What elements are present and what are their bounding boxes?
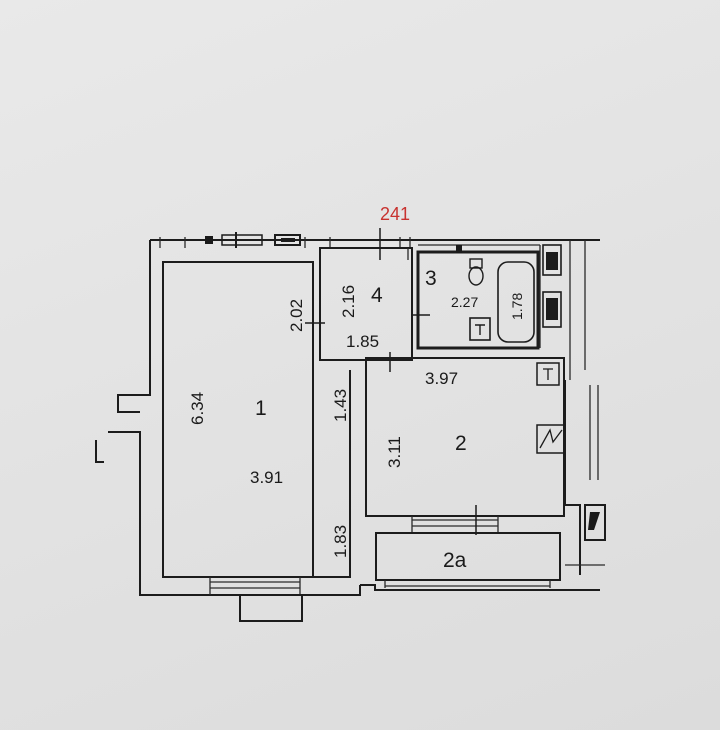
room-1-label: 1 <box>255 397 267 420</box>
room-1-dim-length: 6.34 <box>188 392 207 425</box>
room-2a-label: 2а <box>443 549 467 572</box>
room-1-dim-width: 3.91 <box>250 468 283 487</box>
room-3-dim-length: 2.27 <box>451 294 478 310</box>
room-3-dim-width: 1.78 <box>509 293 525 320</box>
room-1 <box>162 261 351 622</box>
room-1-dim-wall-b: 1.83 <box>331 525 350 558</box>
room-1-dim-wall-a: 1.43 <box>331 389 350 422</box>
room-1-dim-niche: 2.02 <box>287 299 306 332</box>
room-4-dim-length: 2.16 <box>339 285 358 318</box>
room-3 <box>407 244 562 350</box>
room-2-label: 2 <box>455 432 467 455</box>
room-4-label: 4 <box>371 284 383 307</box>
room-2-dim-width: 3.11 <box>385 436 404 468</box>
top-wall-fixtures <box>205 232 301 248</box>
room-3-label: 3 <box>425 267 437 290</box>
room-2-dim-length: 3.97 <box>425 369 458 388</box>
room-2a <box>375 532 561 588</box>
plan-labels: 241 1 6.34 3.91 2.02 1.43 1.83 4 2.16 1.… <box>188 204 525 572</box>
room-2 <box>365 357 566 535</box>
room-4-dim-width: 1.85 <box>346 332 379 351</box>
plan-code: 241 <box>380 204 410 224</box>
outer-walls <box>95 237 606 596</box>
